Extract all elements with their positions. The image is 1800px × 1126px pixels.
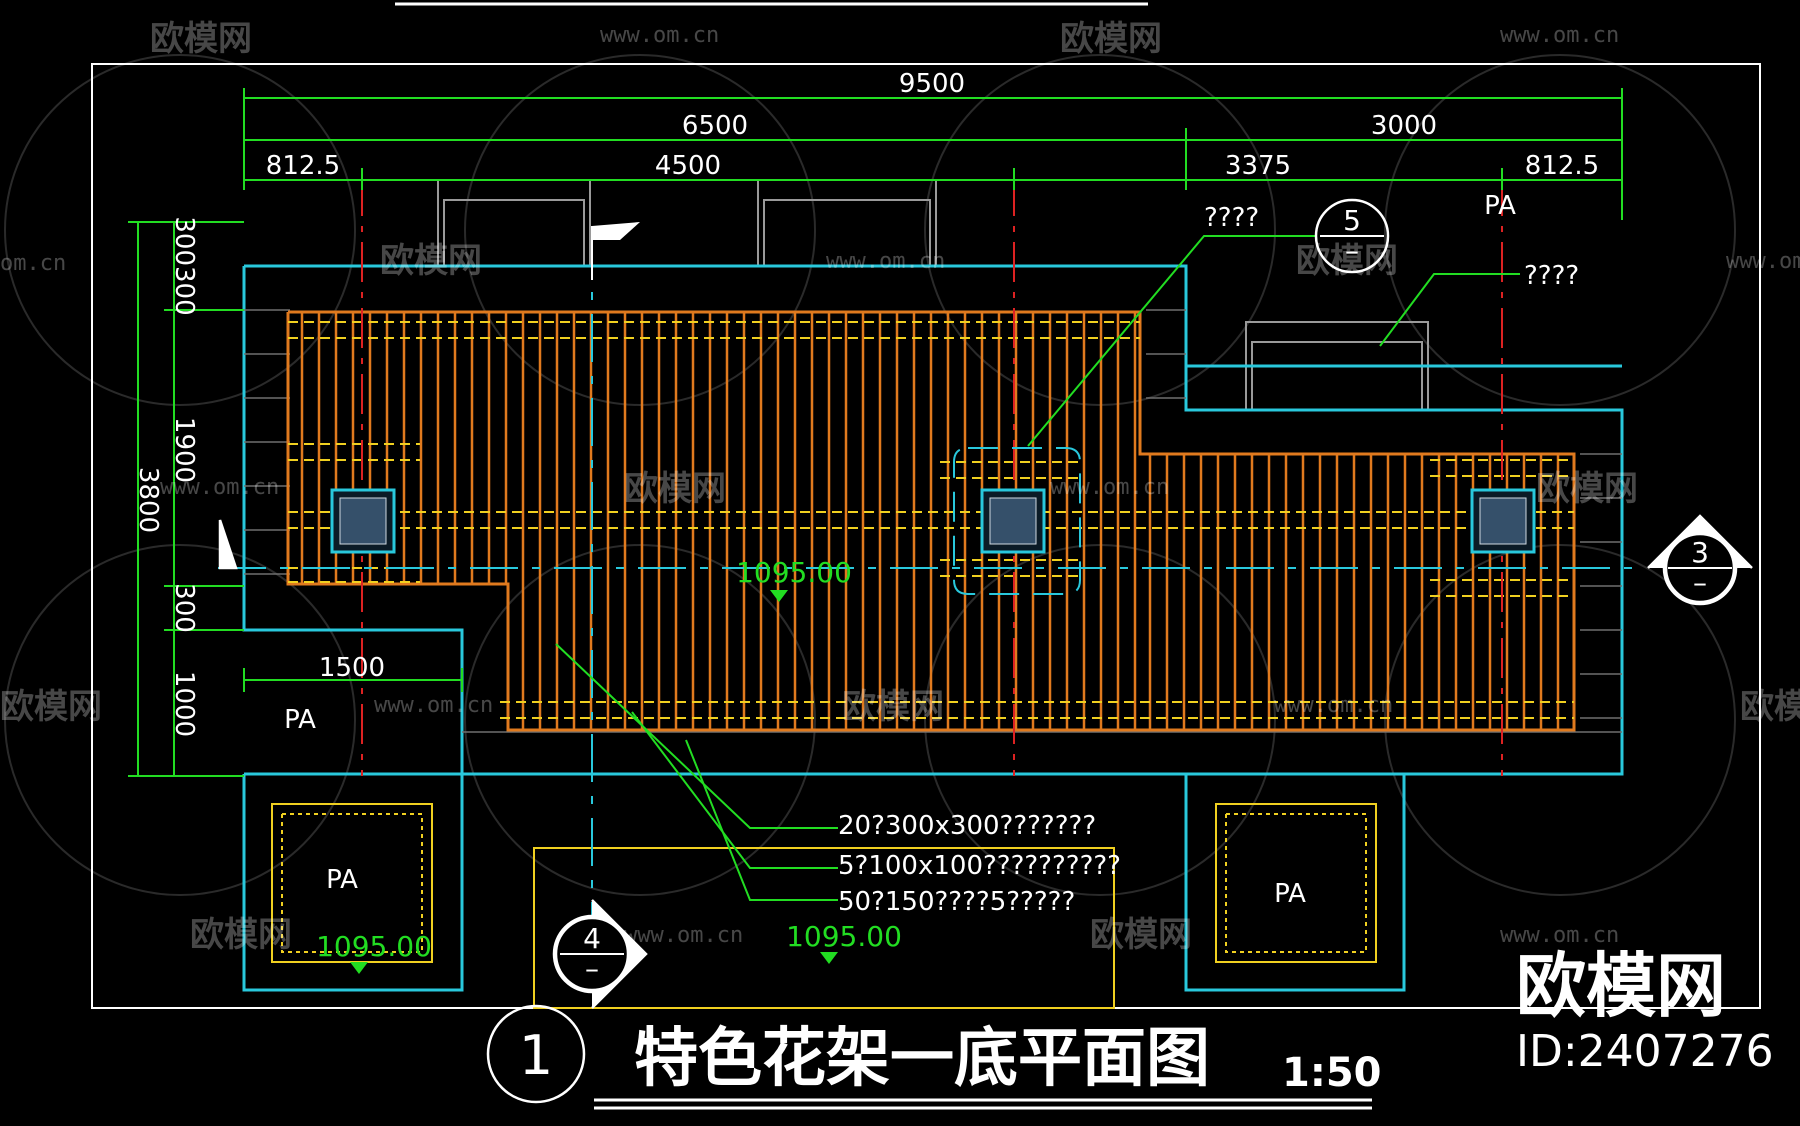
elevation-bottom-left: 1095.00 bbox=[316, 930, 432, 963]
watermarks: 欧模网 www.om.cn 欧模网 www.om.cn om.cn 欧模网 ww… bbox=[0, 19, 1800, 955]
watermark-brand: 欧模网 bbox=[624, 469, 726, 509]
section-3-dash: – bbox=[1693, 566, 1707, 599]
watermark-brand: 欧模网 bbox=[1060, 19, 1162, 59]
dim-seg-4: 812.5 bbox=[1525, 151, 1599, 181]
elevation-markers bbox=[350, 590, 838, 974]
dim-left-seg-b: 1900 bbox=[169, 417, 199, 483]
pa-label-top-right: PA bbox=[1484, 191, 1516, 221]
watermark-url: www.om.cn bbox=[600, 23, 719, 48]
note-top-1: ???? bbox=[1204, 203, 1259, 233]
brand-logo-text: 欧模网 bbox=[1516, 945, 1726, 1027]
dim-seg-3: 3375 bbox=[1225, 151, 1291, 181]
note-top-2: ???? bbox=[1524, 261, 1579, 291]
drawing-scale: 1:50 bbox=[1282, 1050, 1382, 1096]
watermark-url: www.om.cn bbox=[1500, 923, 1619, 948]
watermark-url: www.om.cn bbox=[374, 693, 493, 718]
dim-right-span: 3000 bbox=[1371, 111, 1437, 141]
pa-label-bottom-left: PA bbox=[326, 865, 358, 895]
paving-grid bbox=[244, 309, 1622, 733]
watermark-brand: 欧模网 bbox=[1740, 687, 1800, 727]
watermark-url: www.om.cn bbox=[826, 249, 945, 274]
watermark-brand: 欧模网 bbox=[0, 687, 102, 727]
section-3-number: 3 bbox=[1691, 536, 1709, 569]
watermark-url: www.om.cn bbox=[1274, 693, 1393, 718]
dim-left-span: 6500 bbox=[682, 111, 748, 141]
columns bbox=[330, 447, 1536, 595]
brand-id: ID:2407276 bbox=[1516, 1026, 1774, 1077]
dimension-lines bbox=[128, 88, 1623, 777]
pa-label-bottom-right: PA bbox=[1274, 879, 1306, 909]
watermark-brand: 欧模网 bbox=[1296, 241, 1398, 281]
section-4-dash: – bbox=[585, 952, 599, 985]
section-5-dash: – bbox=[1345, 234, 1359, 267]
note-1: 20?300x300??????? bbox=[838, 811, 1096, 841]
dim-left-seg-d: 1000 bbox=[169, 671, 199, 737]
title-number: 1 bbox=[519, 1024, 553, 1087]
elevation-center: 1095.00 bbox=[736, 556, 852, 589]
north-flag bbox=[591, 222, 640, 280]
note-2: 5?100x100?????????? bbox=[838, 851, 1121, 881]
watermark-brand: 欧模网 bbox=[190, 915, 292, 955]
watermark-brand: 欧模网 bbox=[150, 19, 252, 59]
watermark-url: www.om.cn bbox=[160, 475, 279, 500]
dim-inner: 1500 bbox=[319, 653, 385, 683]
column-axes bbox=[361, 176, 1503, 776]
watermark-brand: 欧模网 bbox=[842, 687, 944, 727]
watermark-url: www.om.cn bbox=[1050, 475, 1169, 500]
hatch-dashes bbox=[288, 321, 1574, 719]
watermark-brand: 欧模网 bbox=[1536, 469, 1638, 509]
leader-lines bbox=[555, 235, 1520, 901]
watermark-url: www.om.cn bbox=[624, 923, 743, 948]
dim-left-seg-a: 300300 bbox=[169, 216, 199, 315]
watermark-circles bbox=[4, 54, 1736, 896]
watermark-url: www.om.cn bbox=[1726, 249, 1800, 274]
dim-left-seg-c: 300 bbox=[169, 583, 199, 633]
watermark-brand: 欧模网 bbox=[1090, 915, 1192, 955]
watermark-url-clip: om.cn bbox=[0, 251, 66, 276]
paving-outline bbox=[242, 264, 1624, 1009]
dim-seg-1: 812.5 bbox=[266, 151, 340, 181]
watermark-brand: 欧模网 bbox=[380, 241, 482, 281]
pa-label-left: PA bbox=[284, 705, 316, 735]
pergola-slats bbox=[286, 310, 1576, 732]
watermark-url: www.om.cn bbox=[1500, 23, 1619, 48]
drawing-title: 特色花架一底平面图 bbox=[634, 1022, 1210, 1096]
dim-seg-2: 4500 bbox=[655, 151, 721, 181]
dim-left-overall: 3800 bbox=[133, 467, 163, 533]
section-4-number: 4 bbox=[583, 922, 601, 955]
note-3: 50?150????5????? bbox=[838, 887, 1075, 917]
elevation-bottom-middle: 1095.00 bbox=[786, 920, 902, 953]
section-5-number: 5 bbox=[1343, 204, 1361, 237]
dim-overall: 9500 bbox=[899, 69, 965, 99]
